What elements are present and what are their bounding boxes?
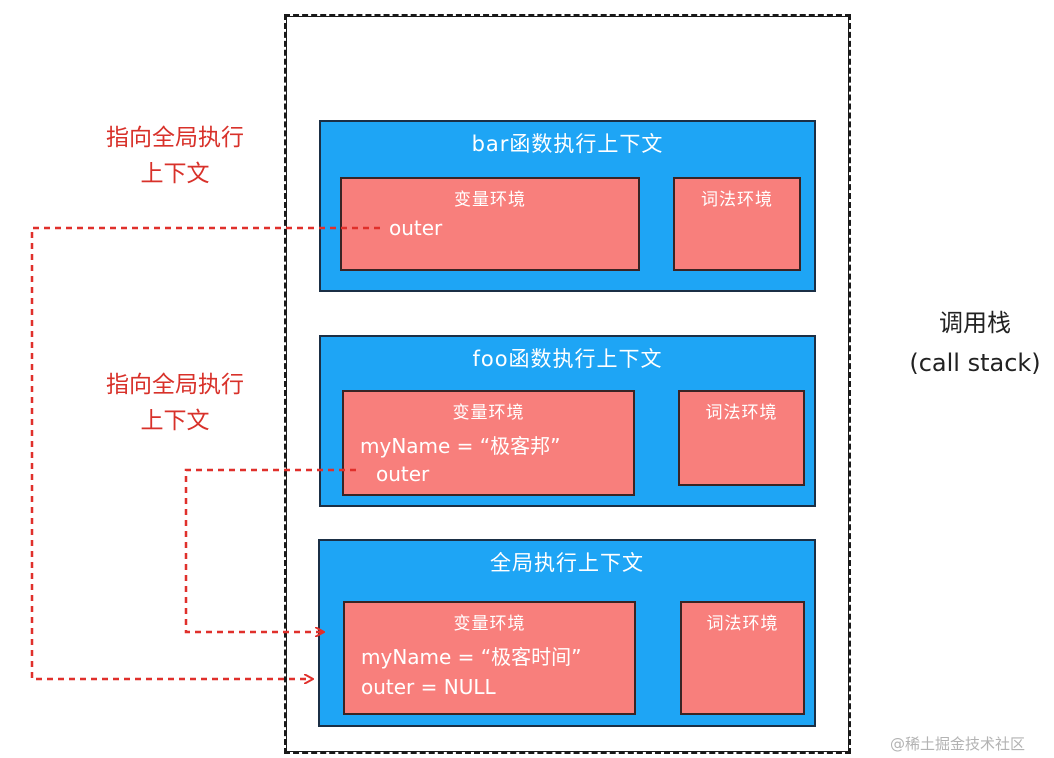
bar-variable-env-title: 变量环境	[454, 190, 526, 210]
pointer-annotation-mid: 指向全局执行 上下文	[80, 367, 270, 439]
global-execution-context: 全局执行上下文 变量环境 myName = “极客时间” outer = NUL…	[318, 539, 816, 727]
call-stack-label: 调用栈 (call stack)	[890, 303, 1054, 383]
global-myname-binding: myName = “极客时间”	[361, 645, 582, 669]
bar-variable-environment: 变量环境 outer	[340, 177, 640, 271]
global-lexical-environment: 词法环境	[680, 601, 805, 715]
watermark: @稀土掘金技术社区	[890, 735, 1026, 753]
call-stack-label-en: (call stack)	[909, 349, 1041, 377]
global-variable-env-title: 变量环境	[453, 614, 526, 634]
call-stack-label-cn: 调用栈	[939, 309, 1011, 337]
foo-variable-environment: 变量环境 myName = “极客邦” outer	[342, 390, 635, 496]
pointer-annotation-mid-line1: 指向全局执行	[106, 372, 244, 398]
pointer-annotation-mid-line2: 上下文	[140, 408, 210, 434]
foo-variable-env-title: 变量环境	[452, 403, 525, 423]
global-outer-null: outer = NULL	[361, 675, 496, 699]
bar-lexical-environment: 词法环境	[673, 177, 801, 271]
foo-lexical-environment: 词法环境	[678, 390, 805, 486]
pointer-annotation-top-line2: 上下文	[140, 161, 210, 187]
bar-context-title: bar函数执行上下文	[471, 132, 664, 156]
foo-outer-ref: outer	[376, 462, 430, 486]
foo-execution-context: foo函数执行上下文 变量环境 myName = “极客邦” outer 词法环…	[319, 335, 816, 507]
foo-context-title: foo函数执行上下文	[472, 347, 663, 371]
bar-outer-ref: outer	[389, 216, 443, 240]
pointer-annotation-top: 指向全局执行 上下文	[80, 120, 270, 192]
global-lexical-env-title: 词法环境	[706, 614, 779, 634]
bar-execution-context: bar函数执行上下文 变量环境 outer 词法环境	[319, 120, 816, 292]
global-context-title: 全局执行上下文	[490, 551, 644, 575]
pointer-annotation-top-line1: 指向全局执行	[106, 125, 244, 151]
foo-myname-binding: myName = “极客邦”	[360, 434, 561, 458]
global-variable-environment: 变量环境 myName = “极客时间” outer = NULL	[343, 601, 636, 715]
foo-lexical-env-title: 词法环境	[705, 403, 778, 423]
bar-lexical-env-title: 词法环境	[701, 190, 773, 210]
